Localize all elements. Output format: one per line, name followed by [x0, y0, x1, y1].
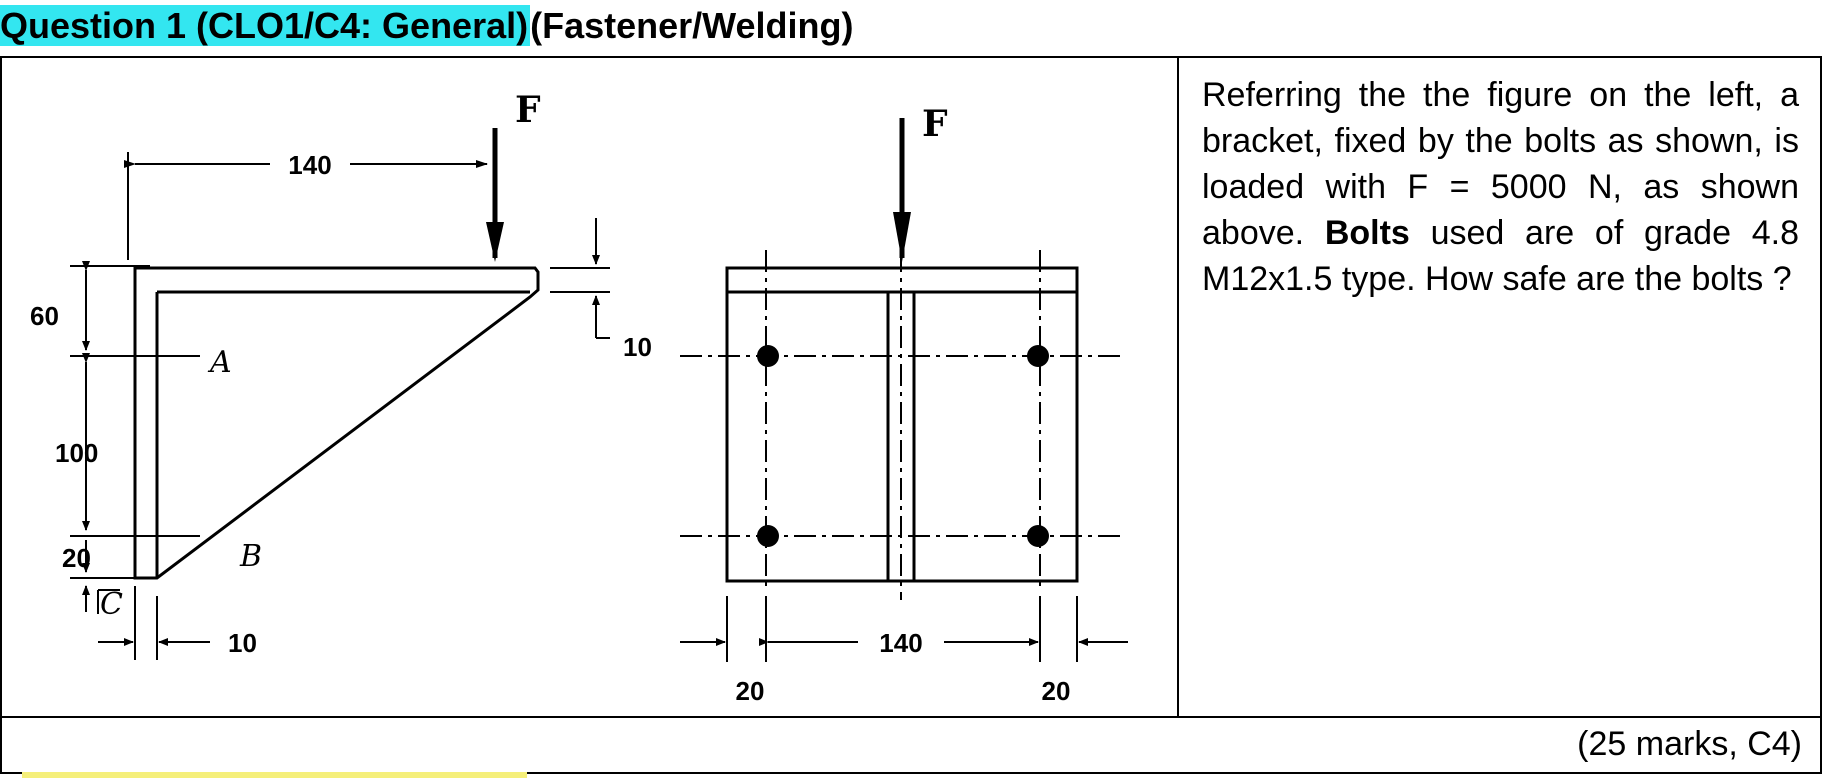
force-arrow-left [486, 128, 504, 262]
table-column-divider [1177, 56, 1179, 716]
bolt-top-left [757, 345, 779, 367]
question-text-part2: used are of grade 4.8 M12x1.5 type. How … [1202, 214, 1799, 298]
bolt-holes [757, 345, 1049, 547]
label-a: A [207, 345, 232, 380]
bracket-figure: F 140 60 100 20 A B C 10 10 [30, 89, 1128, 706]
force-label-right: F [922, 103, 948, 145]
question-heading-topic: (Fastener/Welding) [530, 5, 854, 46]
question-text: Referring the the figure on the left, a … [1202, 72, 1799, 302]
bolt-bottom-left [757, 525, 779, 547]
dim-10-bottom: 10 [228, 628, 257, 658]
force-arrow-right [893, 118, 911, 262]
dim-140-top: 140 [288, 150, 331, 180]
dim-10-flange: 10 [623, 332, 652, 362]
dim-60: 60 [30, 301, 59, 331]
question-heading-highlight: Question 1 (CLO1/C4: General) [0, 5, 531, 46]
dim-20-left: 20 [62, 543, 91, 573]
question-table [0, 56, 1822, 774]
dim-140-bottom: 140 [879, 628, 922, 658]
dim-20-bottom-right: 20 [1042, 676, 1071, 706]
dim-20-bottom-left: 20 [736, 676, 765, 706]
bolt-top-right [1027, 345, 1049, 367]
question-text-part1: Referring the the figure on the left, a … [1202, 76, 1799, 252]
highlight-strip [22, 772, 527, 778]
marks-label: (25 marks, C4) [1577, 725, 1802, 763]
question-text-bold: Bolts [1324, 214, 1410, 252]
dim-100: 100 [55, 438, 98, 468]
bracket-side-view [133, 266, 540, 580]
bolt-bottom-right [1027, 525, 1049, 547]
force-label-left: F [515, 89, 541, 131]
question-heading: Question 1 (CLO1/C4: General)(Fastener/W… [0, 4, 853, 48]
label-c: C [100, 587, 123, 622]
table-row-divider [0, 716, 1822, 718]
label-b: B [239, 539, 262, 574]
